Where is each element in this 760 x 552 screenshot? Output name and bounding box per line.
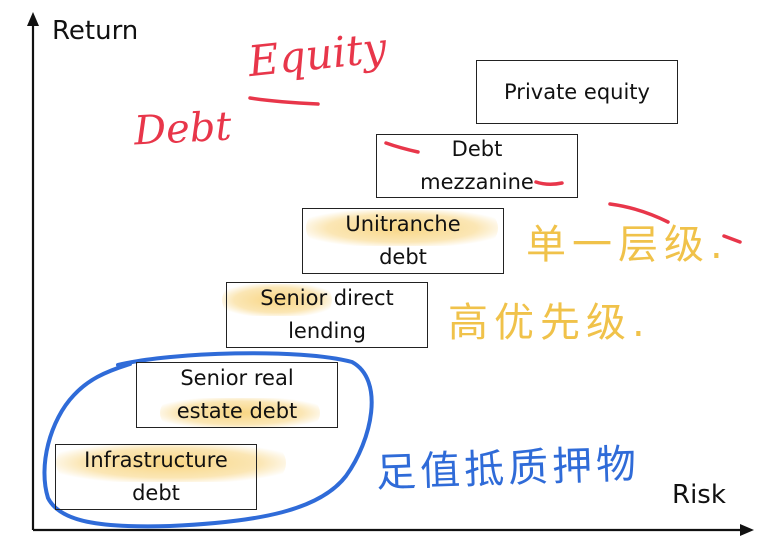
box-debt-mezzanine: Debt mezzanine	[376, 134, 578, 198]
highlight-infrastructure	[56, 444, 286, 482]
box-unitranche-line1: Unitranche	[345, 212, 461, 236]
highlight-real-estate	[160, 398, 320, 428]
box-debt-mezzanine-line1: Debt	[451, 137, 503, 161]
box-private-equity-line1: Private equity	[504, 79, 650, 104]
x-axis-arrow	[740, 524, 754, 536]
x-axis-label: Risk	[672, 480, 726, 510]
y-axis-label: Return	[52, 16, 139, 46]
annotation-unitranche-note: 单一层级.	[526, 222, 729, 268]
highlight-unitranche	[306, 210, 498, 246]
blue-circle-stroke	[42, 351, 374, 529]
mezzanine-red-stroke-1	[384, 141, 420, 154]
mezzanine-red-stroke-3	[608, 202, 670, 224]
y-axis-arrow	[27, 12, 39, 26]
box-unitranche-debt: Unitranche debt	[302, 208, 504, 274]
box-real-estate-line1: Senior real	[180, 366, 294, 390]
annotation-senior-note: 高优先级.	[448, 300, 651, 346]
box-unitranche-line2: debt	[379, 245, 427, 269]
box-infrastructure-line1: Infrastructure	[84, 448, 228, 472]
box-debt-mezzanine-line2: mezzanine	[420, 170, 534, 194]
box-private-equity: Private equity	[476, 60, 678, 124]
box-real-estate-line2: estate debt	[176, 399, 298, 423]
box-senior-direct-lending: Senior direct lending	[226, 282, 428, 348]
annotation-collateral-note: 足值抵质押物	[375, 441, 641, 497]
box-senior-direct-line2: lending	[288, 319, 366, 343]
equity-underline-stroke	[248, 96, 320, 106]
mezzanine-red-stroke-4	[722, 234, 742, 244]
box-senior-real-estate-debt: Senior real estate debt	[136, 362, 338, 428]
box-infrastructure-debt: Infrastructure debt	[55, 444, 257, 510]
box-infrastructure-line2: debt	[132, 481, 180, 505]
box-senior-direct-line1: Senior direct	[260, 286, 394, 310]
highlight-senior-direct	[222, 284, 332, 316]
annotation-debt: Debt	[132, 103, 233, 155]
mezzanine-red-stroke-2	[534, 180, 564, 187]
